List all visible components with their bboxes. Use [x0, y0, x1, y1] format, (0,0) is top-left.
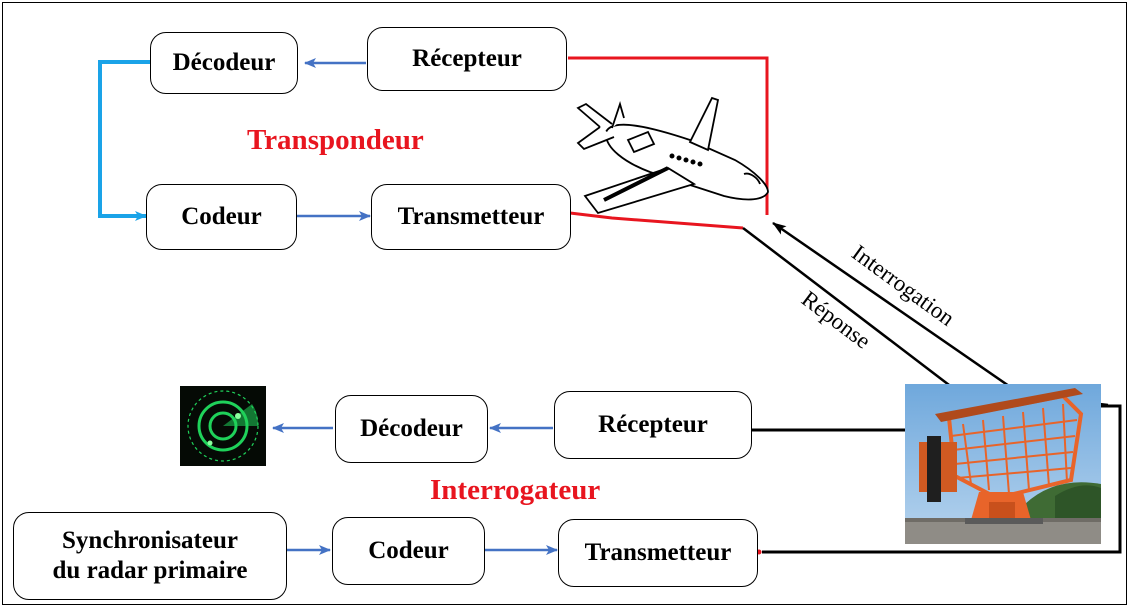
loop-decoder-to-encoder	[98, 60, 151, 221]
radar-antenna-image	[905, 384, 1101, 544]
receiver-antenna-line	[568, 56, 769, 215]
transponder-label: Transpondeur	[247, 124, 424, 156]
transmitter-antenna-line	[569, 211, 744, 230]
sync-box: Synchronisateur du radar primaire	[13, 512, 287, 600]
interrogator-label: Interrogateur	[430, 474, 601, 506]
airplane-icon	[576, 96, 769, 215]
transponder-decoder-box: Décodeur	[150, 32, 298, 94]
interrogator-transmitter-box: Transmetteur	[558, 519, 758, 587]
interrogator-decoder-box: Décodeur	[335, 395, 488, 463]
transponder-transmitter-box: Transmetteur	[371, 184, 571, 250]
transponder-encoder-box: Codeur	[146, 184, 297, 250]
transponder-receiver-box: Récepteur	[367, 27, 567, 91]
transmitter-antenna-wire	[762, 404, 1122, 554]
radar-screen-icon	[180, 386, 266, 466]
sync-line-2: du radar primaire	[52, 557, 248, 584]
interrogator-receiver-box: Récepteur	[554, 391, 752, 459]
sync-line-1: Synchronisateur	[62, 527, 238, 554]
interrogator-encoder-box: Codeur	[332, 517, 485, 585]
